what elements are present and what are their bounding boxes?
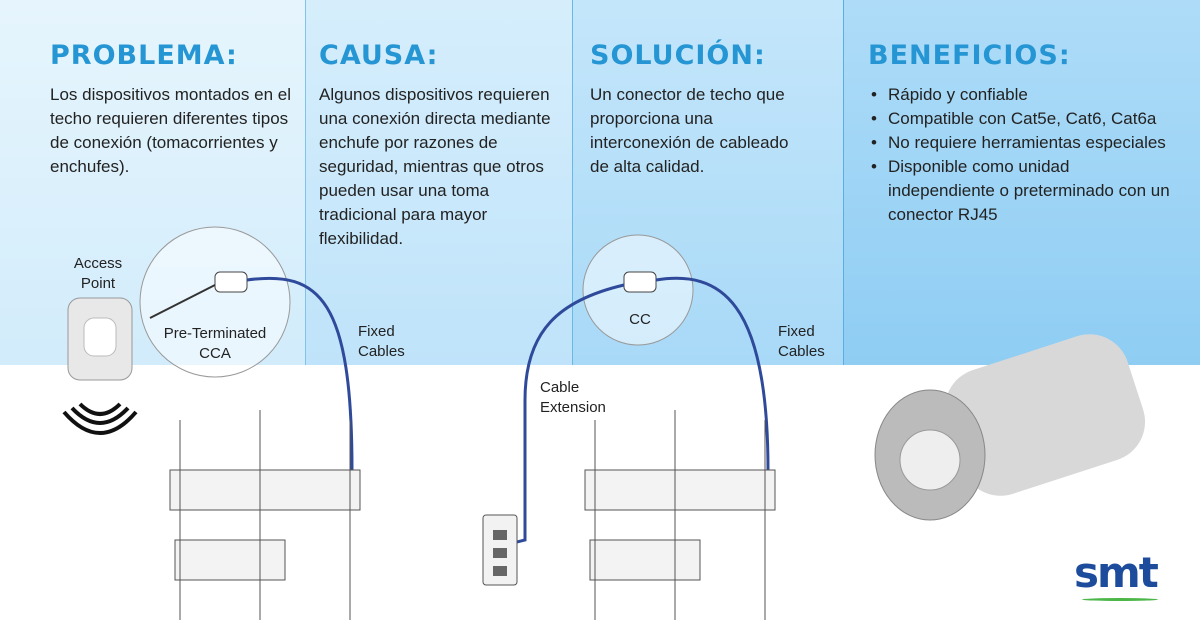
- extension-cable: [504, 283, 625, 547]
- list-item: Compatible con Cat5e, Cat6, Cat6a: [868, 107, 1178, 131]
- fixed-cables-label: Fixed Cables: [358, 323, 405, 360]
- pre-terminated-label: Pre-Terminated CCA: [163, 325, 267, 362]
- fixed-cable: [246, 276, 354, 471]
- solucion-title: SOLUCIÓN:: [590, 40, 766, 71]
- causa-section: CAUSA: Algunos dispositivos requieren un…: [319, 40, 559, 251]
- problema-text: Los dispositivos montados en el techo re…: [50, 85, 291, 176]
- logo-swoosh: [1082, 598, 1158, 601]
- access-point-label: Access Point: [73, 255, 123, 292]
- list-item: Rápido y confiable: [868, 83, 1178, 107]
- beneficios-title: BENEFICIOS:: [868, 40, 1071, 71]
- rack-icon: [584, 410, 776, 620]
- security-camera-icon: [874, 334, 1146, 521]
- problema-section: PROBLEMA: Los dispositivos montados en e…: [50, 40, 300, 179]
- rack-icon: [169, 410, 361, 620]
- solucion-text: Un conector de techo que proporciona una…: [590, 85, 789, 176]
- beneficios-section: BENEFICIOS: Rápido y confiable Compatibl…: [868, 40, 1178, 227]
- beneficios-list: Rápido y confiable Compatible con Cat5e,…: [868, 83, 1178, 227]
- connector-icon: [214, 271, 248, 293]
- connector-icon: [623, 271, 657, 293]
- pre-terminated-cca-callout: [139, 226, 291, 378]
- list-item: No requiere herramientas especiales: [868, 131, 1178, 155]
- smt-logo: smt: [1074, 548, 1159, 597]
- causa-panel: [305, 0, 572, 365]
- list-item: Disponible como unidad independiente o p…: [868, 155, 1178, 227]
- problema-title: PROBLEMA:: [50, 40, 238, 71]
- cable-extension-label: Cable Extension: [540, 379, 606, 416]
- fixed-cables-label: Fixed Cables: [778, 323, 825, 360]
- cc-label: CC: [629, 311, 651, 328]
- solucion-section: SOLUCIÓN: Un conector de techo que propo…: [590, 40, 810, 179]
- causa-title: CAUSA:: [319, 40, 439, 71]
- causa-text: Algunos dispositivos requieren una conex…: [319, 85, 551, 248]
- fixed-cable: [655, 276, 770, 471]
- wireless-signal-icon: [62, 402, 138, 435]
